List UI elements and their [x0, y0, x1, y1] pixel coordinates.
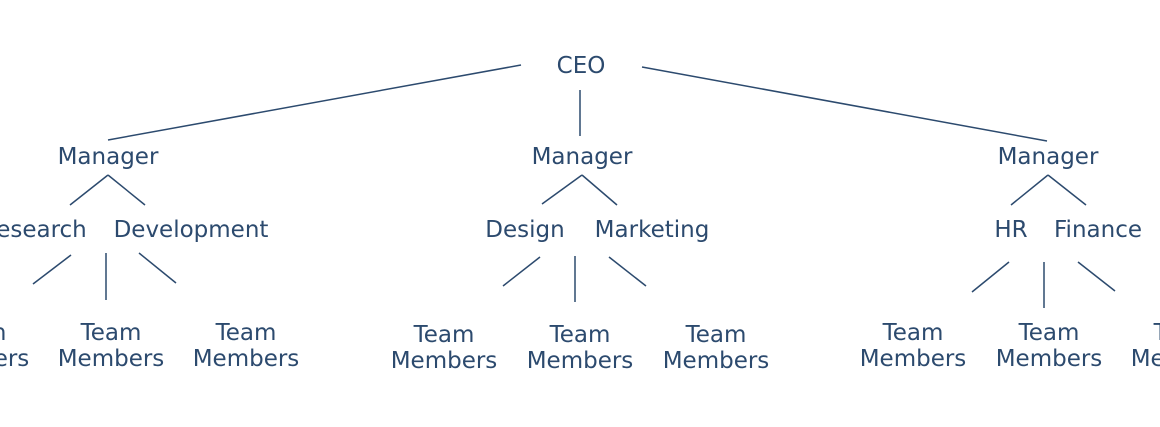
manager-node: Manager [997, 144, 1099, 170]
team-node: Team Members [526, 322, 634, 374]
connector-line [608, 256, 647, 287]
connector-line [641, 66, 1048, 142]
department-node: HR [994, 217, 1028, 243]
connector-line [32, 254, 72, 285]
connector-line [541, 174, 583, 205]
department-node: Finance [1054, 217, 1142, 243]
team-node: Team Members [995, 320, 1103, 372]
manager-node: Manager [57, 144, 159, 170]
team-node: Team Members [57, 320, 165, 372]
team-node: Team Members [662, 322, 770, 374]
team-node: Team Members [192, 320, 300, 372]
connector-line [1047, 174, 1087, 206]
connector-line [107, 174, 146, 206]
connector-line [69, 174, 109, 206]
connector-line [1010, 174, 1049, 206]
connector-line [138, 252, 177, 284]
connector-line [971, 261, 1010, 293]
department-node: Research [0, 217, 87, 243]
connector-line [107, 64, 522, 141]
team-node: Team Members [390, 322, 498, 374]
department-node: Design [485, 217, 565, 243]
manager-node: Manager [531, 144, 633, 170]
connector-line [502, 256, 541, 287]
ceo-node: CEO [556, 53, 606, 79]
department-node: Development [113, 217, 269, 243]
department-node: Marketing [594, 217, 710, 243]
team-node: Team Members [0, 320, 30, 372]
connector-line [581, 174, 618, 206]
connector-line [1077, 261, 1116, 292]
team-node: Team Members [1130, 320, 1160, 372]
team-node: Team Members [859, 320, 967, 372]
